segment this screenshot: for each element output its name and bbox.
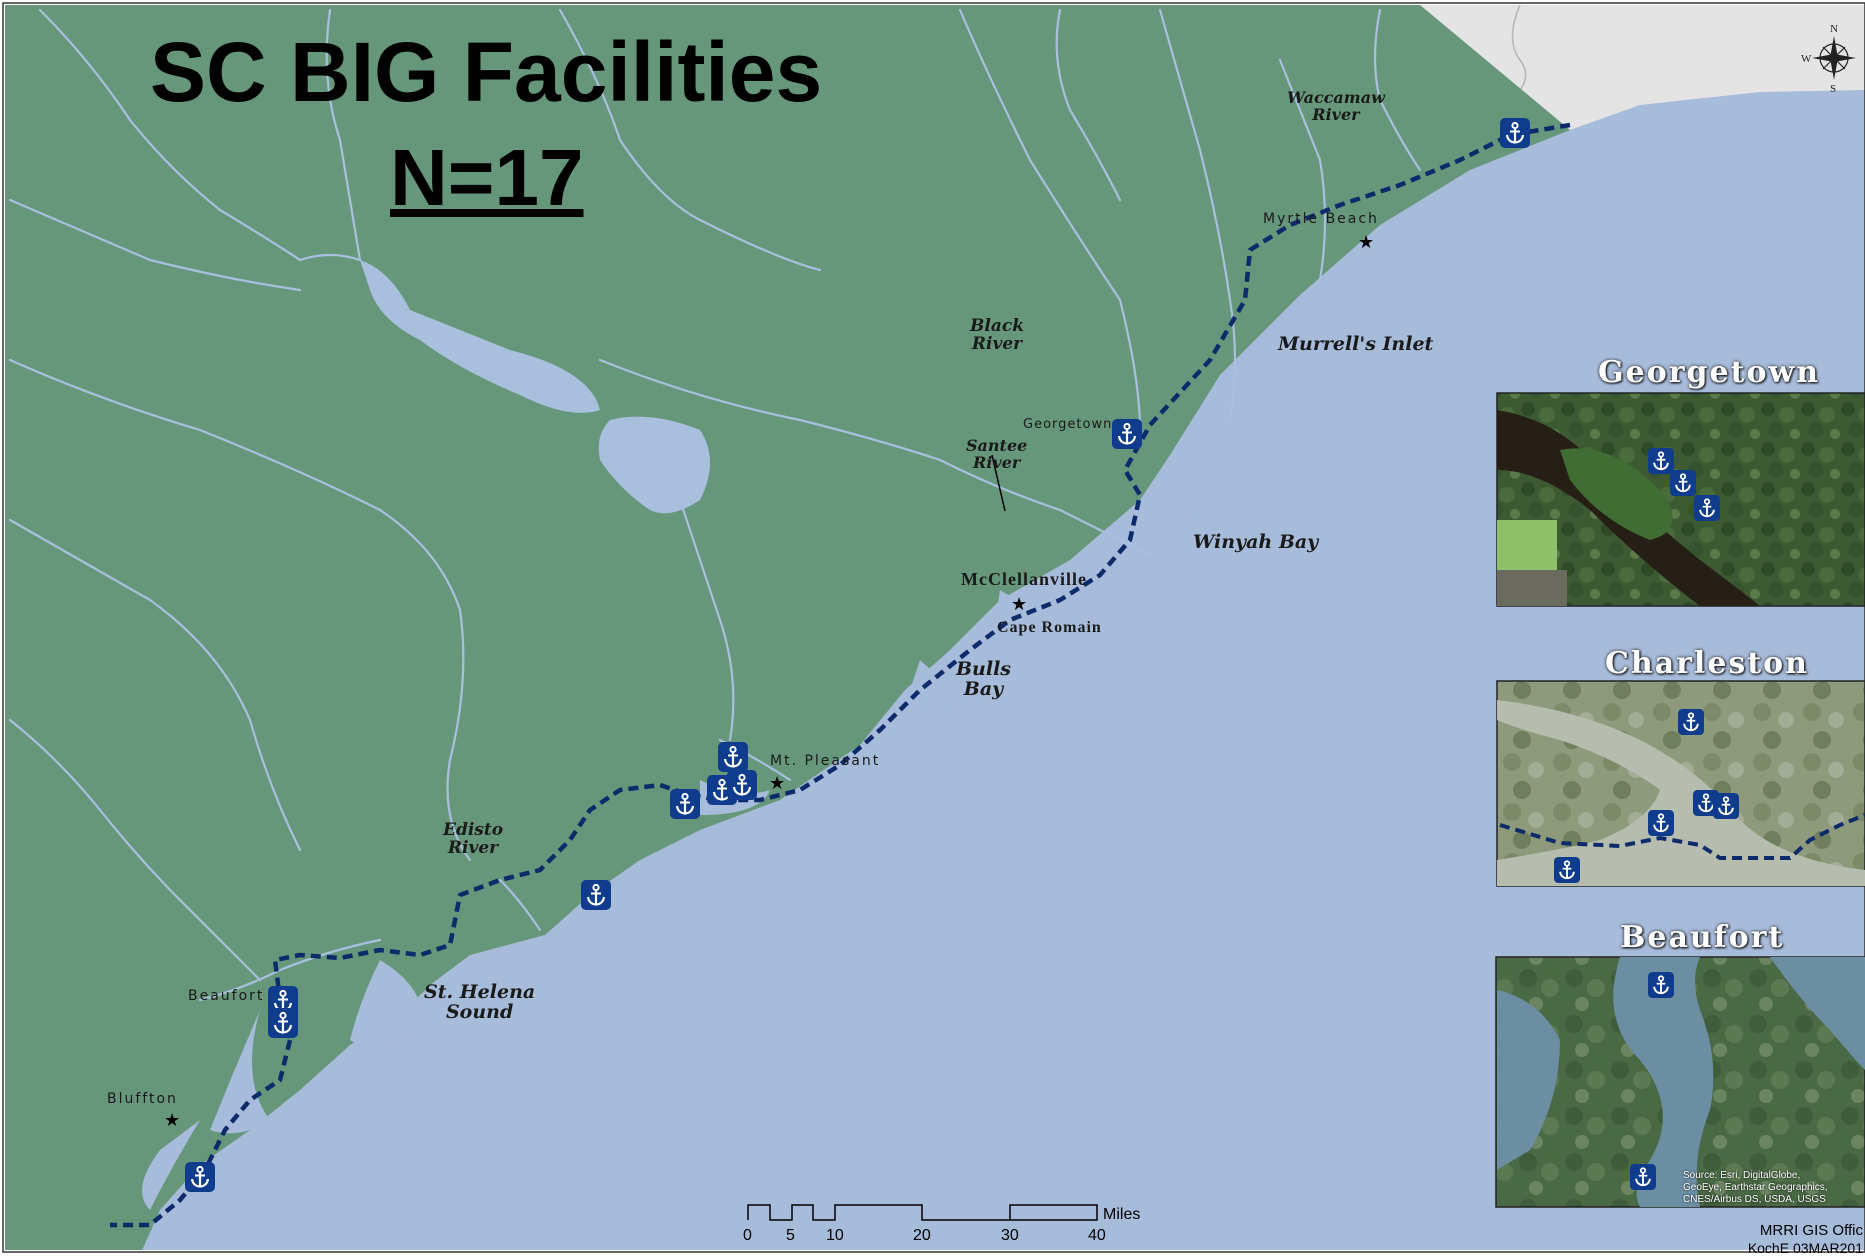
anchor-icon[interactable] bbox=[581, 880, 611, 910]
imagery-source: Source: Esri, DigitalGlobe, GeoEye, Eart… bbox=[1683, 1170, 1828, 1205]
label-myrtle-beach: Myrtle Beach bbox=[1263, 211, 1379, 227]
anchor-icon[interactable] bbox=[1694, 495, 1720, 521]
anchor-icon[interactable] bbox=[1670, 470, 1696, 496]
anchor-icon[interactable] bbox=[1112, 419, 1142, 449]
compass-s: S bbox=[1830, 83, 1836, 95]
anchor-icon[interactable] bbox=[1648, 972, 1674, 998]
anchor-icon[interactable] bbox=[718, 742, 748, 772]
scale-bar bbox=[747, 1204, 1098, 1221]
anchor-icon[interactable] bbox=[1554, 857, 1580, 883]
anchor-icon[interactable] bbox=[1648, 810, 1674, 836]
star-icon: ★ bbox=[164, 1110, 180, 1131]
compass-w: W bbox=[1801, 53, 1812, 65]
scale-unit: Miles bbox=[1103, 1206, 1141, 1223]
compass-n: N bbox=[1830, 23, 1838, 35]
inset-charleston bbox=[1496, 680, 1865, 887]
scale-tick: 20 bbox=[913, 1227, 931, 1244]
anchor-icon[interactable] bbox=[268, 1008, 298, 1038]
anchor-icon[interactable] bbox=[1648, 448, 1674, 474]
north-carolina-area bbox=[1420, 5, 1865, 130]
inset-beaufort bbox=[1495, 956, 1865, 1208]
star-icon: ★ bbox=[1358, 232, 1374, 253]
scale-tick: 30 bbox=[1001, 1227, 1019, 1244]
label-georgetown: Georgetown bbox=[1023, 417, 1113, 432]
label-st-helena-sound: St. Helena Sound bbox=[424, 981, 536, 1023]
anchor-icon[interactable] bbox=[185, 1162, 215, 1192]
label-murrells-inlet: Murrell's Inlet bbox=[1278, 333, 1434, 355]
scale-tick: 10 bbox=[826, 1227, 844, 1244]
facility-count: N=17 bbox=[390, 133, 584, 222]
inset-georgetown bbox=[1496, 392, 1865, 607]
label-edisto-river: Edisto River bbox=[443, 820, 504, 858]
label-mcclellanville: McClellanville bbox=[961, 569, 1087, 589]
map-title: SC BIG Facilities bbox=[150, 25, 823, 119]
star-icon: ★ bbox=[1011, 594, 1027, 615]
label-bulls-bay: Bulls Bay bbox=[956, 658, 1012, 700]
label-santee-river: Santee River bbox=[966, 436, 1028, 472]
scale-tick: 40 bbox=[1088, 1227, 1106, 1244]
inset-title-beaufort: Beaufort bbox=[1620, 920, 1785, 955]
anchor-icon[interactable] bbox=[1500, 118, 1530, 148]
label-waccamaw-river: Waccamaw River bbox=[1287, 88, 1385, 124]
anchor-icon[interactable] bbox=[1630, 1164, 1656, 1190]
lake-moultrie bbox=[598, 416, 710, 514]
credit-line-1: MRRI GIS Offic bbox=[1759, 1222, 1863, 1239]
label-cape-romain: Cape Romain bbox=[997, 619, 1102, 636]
inset-title-georgetown: Georgetown bbox=[1598, 355, 1821, 390]
label-black-river: Black River bbox=[970, 316, 1024, 354]
lake-marion bbox=[360, 260, 600, 413]
scale-tick: 0 bbox=[743, 1227, 752, 1244]
anchor-icon[interactable] bbox=[670, 789, 700, 819]
anchor-icon[interactable] bbox=[1713, 793, 1739, 819]
star-icon: ★ bbox=[769, 773, 785, 794]
credit-line-2: KochE 03MAR201 bbox=[1747, 1240, 1863, 1256]
scale-tick: 5 bbox=[786, 1227, 795, 1244]
compass-rose-icon: N S W bbox=[1801, 23, 1856, 95]
label-bluffton: Bluffton bbox=[107, 1091, 178, 1107]
label-mt-pleasant: Mt. Pleasant bbox=[770, 753, 881, 769]
label-winyah-bay: Winyah Bay bbox=[1193, 531, 1319, 553]
label-beaufort: Beaufort bbox=[188, 988, 265, 1004]
anchor-icon[interactable] bbox=[727, 770, 757, 800]
inset-title-charleston: Charleston bbox=[1605, 646, 1809, 681]
anchor-icon[interactable] bbox=[1678, 709, 1704, 735]
